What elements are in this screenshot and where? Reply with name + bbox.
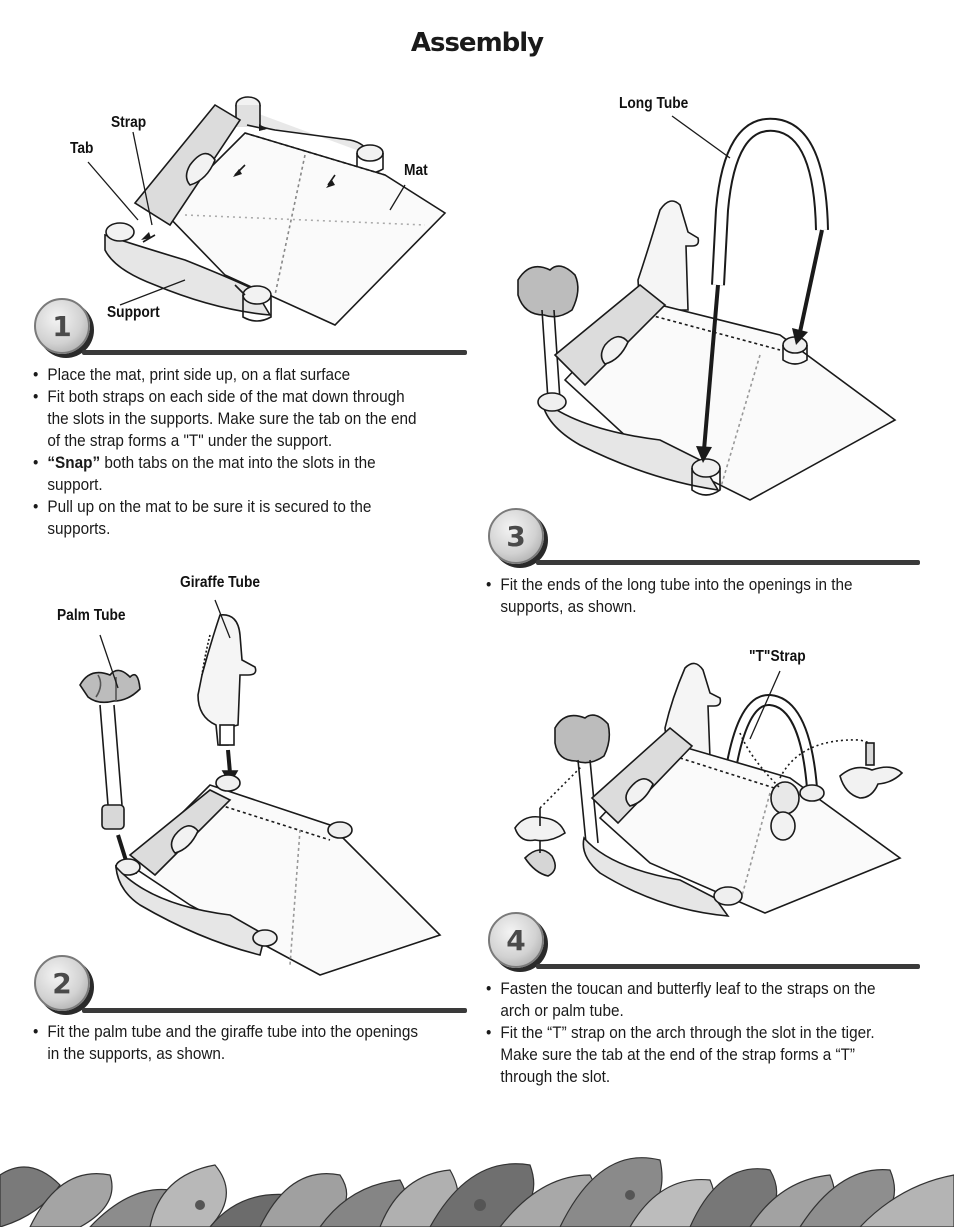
step1-support-label: Support	[107, 304, 160, 321]
step1-instructions: Place the mat, print side up, on a flat …	[33, 364, 473, 540]
step4-divider	[536, 964, 920, 969]
page-title: Assembly	[410, 28, 544, 58]
step1-divider	[82, 350, 467, 355]
step3-number-badge: 3	[488, 508, 544, 564]
step3-instructions: Fit the ends of the long tube into the o…	[486, 574, 926, 618]
step2-giraffe-tube-label: Giraffe Tube	[180, 574, 261, 591]
step3-bullet-1: Fit the ends of the long tube into the o…	[486, 574, 882, 618]
step3-leader-lines	[671, 115, 731, 159]
step4-bullet-2: Fit the “T” strap on the arch through th…	[486, 1022, 882, 1088]
step1-leader-lines	[87, 131, 406, 306]
step4-bullet-1: Fasten the toucan and butterfly leaf to …	[486, 978, 882, 1022]
step2-divider	[82, 1008, 467, 1013]
step1-bullet-4: Pull up on the mat to be sure it is secu…	[33, 496, 429, 540]
step1-bullet-3: “Snap” both tabs on the mat into the slo…	[33, 452, 429, 496]
step4-leader-lines	[749, 670, 781, 740]
footer-leaf-border	[0, 1157, 954, 1227]
step2-number-badge: 2	[34, 955, 90, 1011]
step1-tab-label: Tab	[70, 140, 94, 157]
step4-instructions: Fasten the toucan and butterfly leaf to …	[486, 978, 926, 1088]
step4-t-strap-label: "T"Strap	[749, 648, 806, 665]
step1-bullet-1: Place the mat, print side up, on a flat …	[33, 364, 429, 386]
step1-illustration	[104, 96, 447, 326]
step2-leader-lines	[99, 599, 231, 689]
step3-long-tube-label: Long Tube	[619, 95, 689, 112]
step1-strap-label: Strap	[111, 114, 147, 131]
step1-number-badge: 1	[34, 298, 90, 354]
step1-bullet-2: Fit both straps on each side of the mat …	[33, 386, 429, 452]
step3-divider	[536, 560, 920, 565]
step4-number-badge: 4	[488, 912, 544, 968]
step2-bullet-1: Fit the palm tube and the giraffe tube i…	[33, 1021, 429, 1065]
step2-illustration	[79, 614, 442, 976]
step4-illustration	[514, 662, 904, 917]
step2-palm-tube-label: Palm Tube	[57, 607, 126, 624]
step1-mat-label: Mat	[404, 162, 428, 179]
step3-illustration	[517, 117, 897, 501]
step2-instructions: Fit the palm tube and the giraffe tube i…	[33, 1021, 473, 1065]
